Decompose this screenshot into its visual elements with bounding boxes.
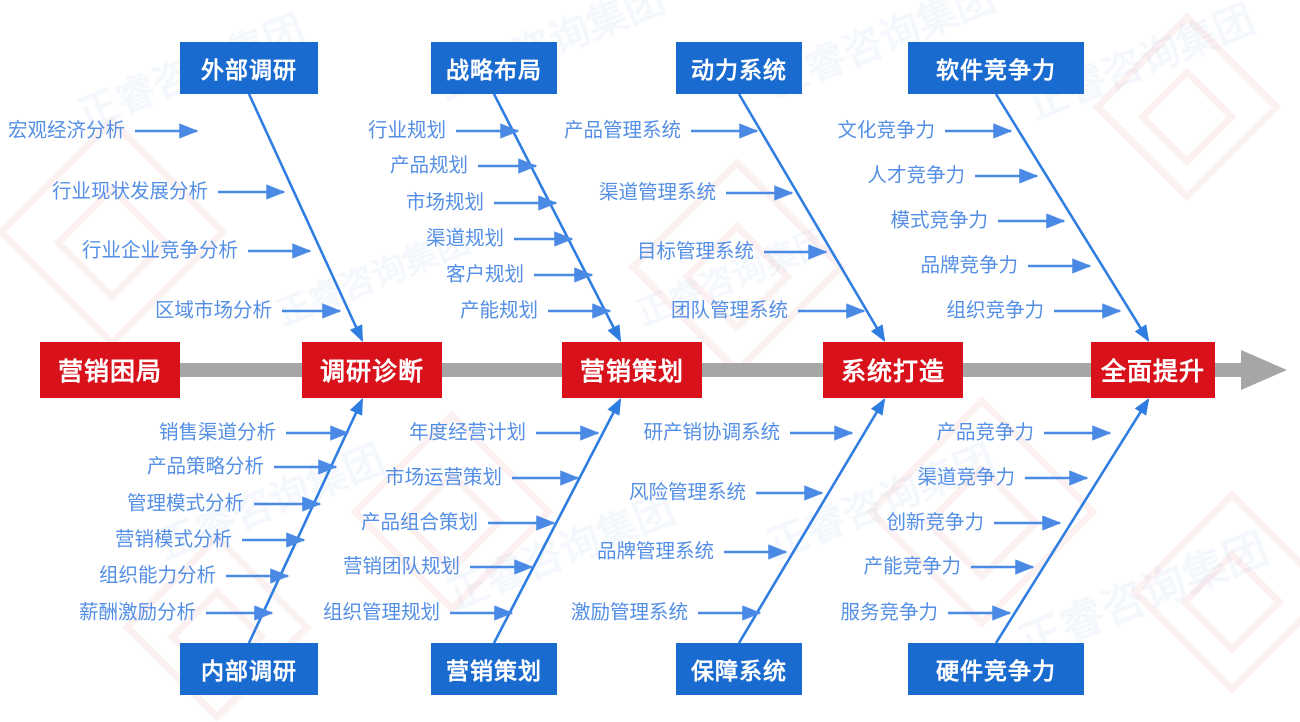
spine-node-2[interactable]: 调研诊断 [302,342,442,398]
bone-top-4 [994,93,1150,342]
category-label: 外部调研 [201,57,297,83]
spine-node-1[interactable]: 营销困局 [40,342,180,398]
category-box-bottom-4[interactable]: 硬件竞争力 [908,643,1084,695]
bone-bottom-3 [737,397,886,644]
bone-bottom-4 [994,398,1150,644]
category-box-top-3[interactable]: 动力系统 [676,42,802,94]
spine-bar [180,350,1287,390]
category-label: 硬件竞争力 [936,658,1056,684]
category-label: 营销策划 [446,658,542,684]
category-box-top-4[interactable]: 软件竞争力 [908,42,1084,94]
spine-node-5[interactable]: 全面提升 [1091,342,1215,398]
category-box-bottom-2[interactable]: 营销策划 [431,643,557,695]
spine-node-4[interactable]: 系统打造 [823,342,963,398]
bone-bottom-1 [247,397,364,644]
bone-top-3 [737,93,886,343]
category-box-top-2[interactable]: 战略布局 [431,42,557,94]
category-label: 动力系统 [691,57,787,83]
spine-node-label: 营销策划 [579,358,684,386]
spine-node-label: 调研诊断 [319,358,424,386]
category-box-top-1[interactable]: 外部调研 [180,42,318,94]
category-label: 内部调研 [201,658,297,684]
bone-bottom-2 [492,397,622,644]
category-box-bottom-3[interactable]: 保障系统 [676,643,802,695]
bone-top-1 [247,93,364,343]
category-label: 软件竞争力 [936,57,1056,83]
spine-end-arrow-icon [1241,350,1287,390]
spine-node-label: 系统打造 [840,358,945,386]
category-label: 保障系统 [691,658,787,684]
leaf-arrows [135,123,1122,621]
spine-node-label: 全面提升 [1100,358,1205,386]
category-label: 战略布局 [446,57,542,83]
spine-node-3[interactable]: 营销策划 [562,342,702,398]
spine-node-label: 营销困局 [57,358,162,386]
category-box-bottom-1[interactable]: 内部调研 [180,643,318,695]
